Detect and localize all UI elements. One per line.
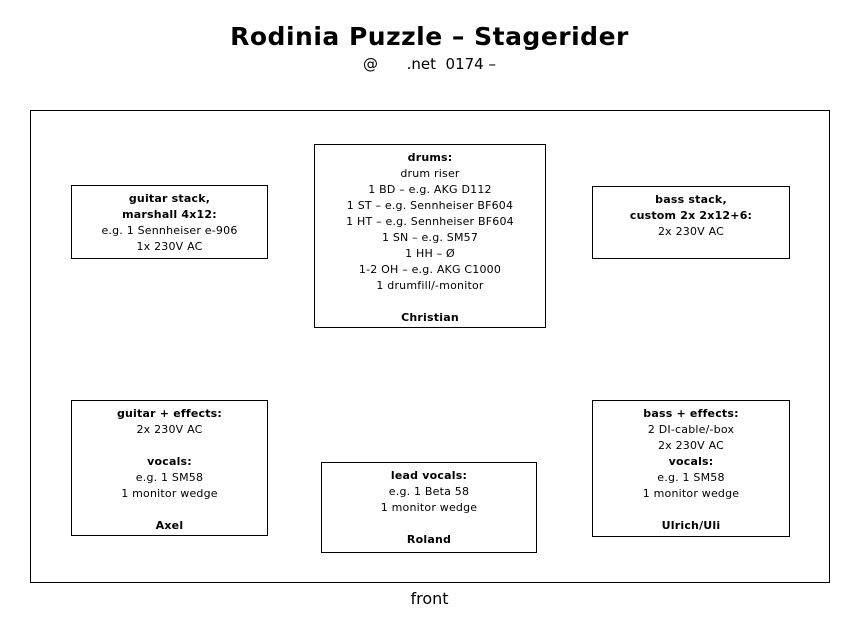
box-line: 1 monitor wedge [121,487,218,500]
box-line [72,502,267,518]
box-line: vocals: [147,455,192,468]
box-line: lead vocals: [390,469,468,482]
drums-box: drums: drum riser 1 BD – e.g. AKG D112 1 ST… [314,144,546,328]
front-label: front [410,589,449,608]
box-line [593,502,789,518]
bass-effects-box: bass + effects: 2 DI-cable/-box 2x 230V AC… [592,400,790,537]
box-line: 2x 230V AC [136,423,203,436]
box-line: 1 HT – e.g. Sennheiser BF604 [346,215,514,228]
box-line: Axel [155,519,184,532]
box-line [322,516,536,532]
box-line: guitar + effects: [116,407,223,420]
page-title: Rodinia Puzzle – Stagerider [230,22,629,51]
contact-line: @ .net 0174 – [363,55,496,73]
box-line: 1 SN – e.g. SM57 [381,231,479,244]
box-line: drum riser [400,167,460,180]
box-line: 1 drumfill/-monitor [376,279,484,292]
stage-area: drums: drum riser 1 BD – e.g. AKG D112 1 ST… [30,110,830,583]
box-line: vocals: [668,455,714,468]
box-line: Roland [406,533,452,546]
guitar-stack-box: guitar stack, marshall 4x12: e.g. 1 Sennhe… [71,185,268,259]
box-line: 1 HH – Ø [405,247,455,260]
box-line: bass stack, [655,193,727,206]
box-line: 1 monitor wedge [380,501,478,514]
guitar-effects-box: guitar + effects: 2x 230V AC vocals: e.g. … [71,400,268,536]
box-line: e.g. 1 Sennheiser e-906 [101,224,238,237]
box-line: 2x 230V AC [657,225,725,238]
box-line: drums: [407,151,453,164]
box-line [72,438,267,454]
box-line: e.g. 1 Beta 58 [388,485,470,498]
box-line: e.g. 1 SM58 [657,471,725,484]
box-line: 2x 230V AC [657,439,725,452]
box-line: guitar stack, [128,192,211,205]
box-line: Christian [401,311,459,324]
box-line: marshall 4x12: [122,208,217,221]
box-line: 1-2 OH – e.g. AKG C1000 [358,263,502,276]
box-line: 1 BD – e.g. AKG D112 [368,183,492,196]
box-line: bass + effects: [643,407,739,420]
box-line: 1 monitor wedge [642,487,740,500]
box-line: Ulrich/Uli [661,519,721,532]
box-line: 1x 230V AC [136,240,203,253]
lead-vocals-box: lead vocals: e.g. 1 Beta 58 1 monitor wedg… [321,462,537,553]
box-line [315,294,545,310]
bass-stack-box: bass stack, custom 2x 2x12+6: 2x 230V AC [592,186,790,259]
box-line: e.g. 1 SM58 [135,471,204,484]
box-line: custom 2x 2x12+6: [629,209,753,222]
box-line: 2 DI-cable/-box [647,423,735,436]
box-line: 1 ST – e.g. Sennheiser BF604 [346,199,514,212]
header: Rodinia Puzzle – Stagerider @ .net 0174 … [0,22,859,74]
